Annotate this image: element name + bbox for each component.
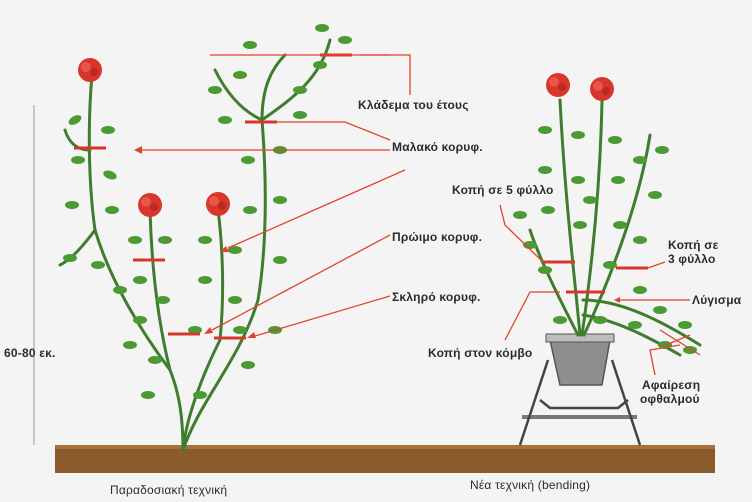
label-cut-3-leaf-line1: Κοπή σε (668, 238, 719, 252)
caption-left: Παραδοσιακή τεχνική (110, 483, 227, 497)
label-height: 60-80 εκ. (4, 346, 56, 360)
soil-strip (55, 447, 715, 473)
label-cut-5-leaves: Κοπή σε 5 φύλλο (452, 183, 554, 197)
label-cut-node: Κοπή στον κόμβο (428, 346, 532, 360)
right-plant-flowers (546, 73, 614, 101)
stand-bar (522, 415, 637, 419)
label-early-tip: Πρώιμο κορυφ. (392, 230, 482, 244)
label-bend: Λύγισμα (692, 293, 741, 307)
label-remove-line2: οφθαλμού (640, 392, 700, 406)
left-plant (60, 40, 330, 450)
label-annual-growth: Κλάδεμα του έτους (358, 98, 469, 112)
label-remove-line1: Αφαίρεση (642, 378, 700, 392)
label-cut-3-leaf-line2: 3 φύλλο (668, 252, 716, 266)
pot (550, 340, 610, 385)
label-soft-tip: Μαλακό κορυφ. (392, 140, 483, 154)
caption-right: Νέα τεχνική (bending) (470, 478, 590, 492)
label-hard-tip: Σκληρό κορυφ. (392, 290, 481, 304)
left-plant-flowers (78, 58, 230, 217)
